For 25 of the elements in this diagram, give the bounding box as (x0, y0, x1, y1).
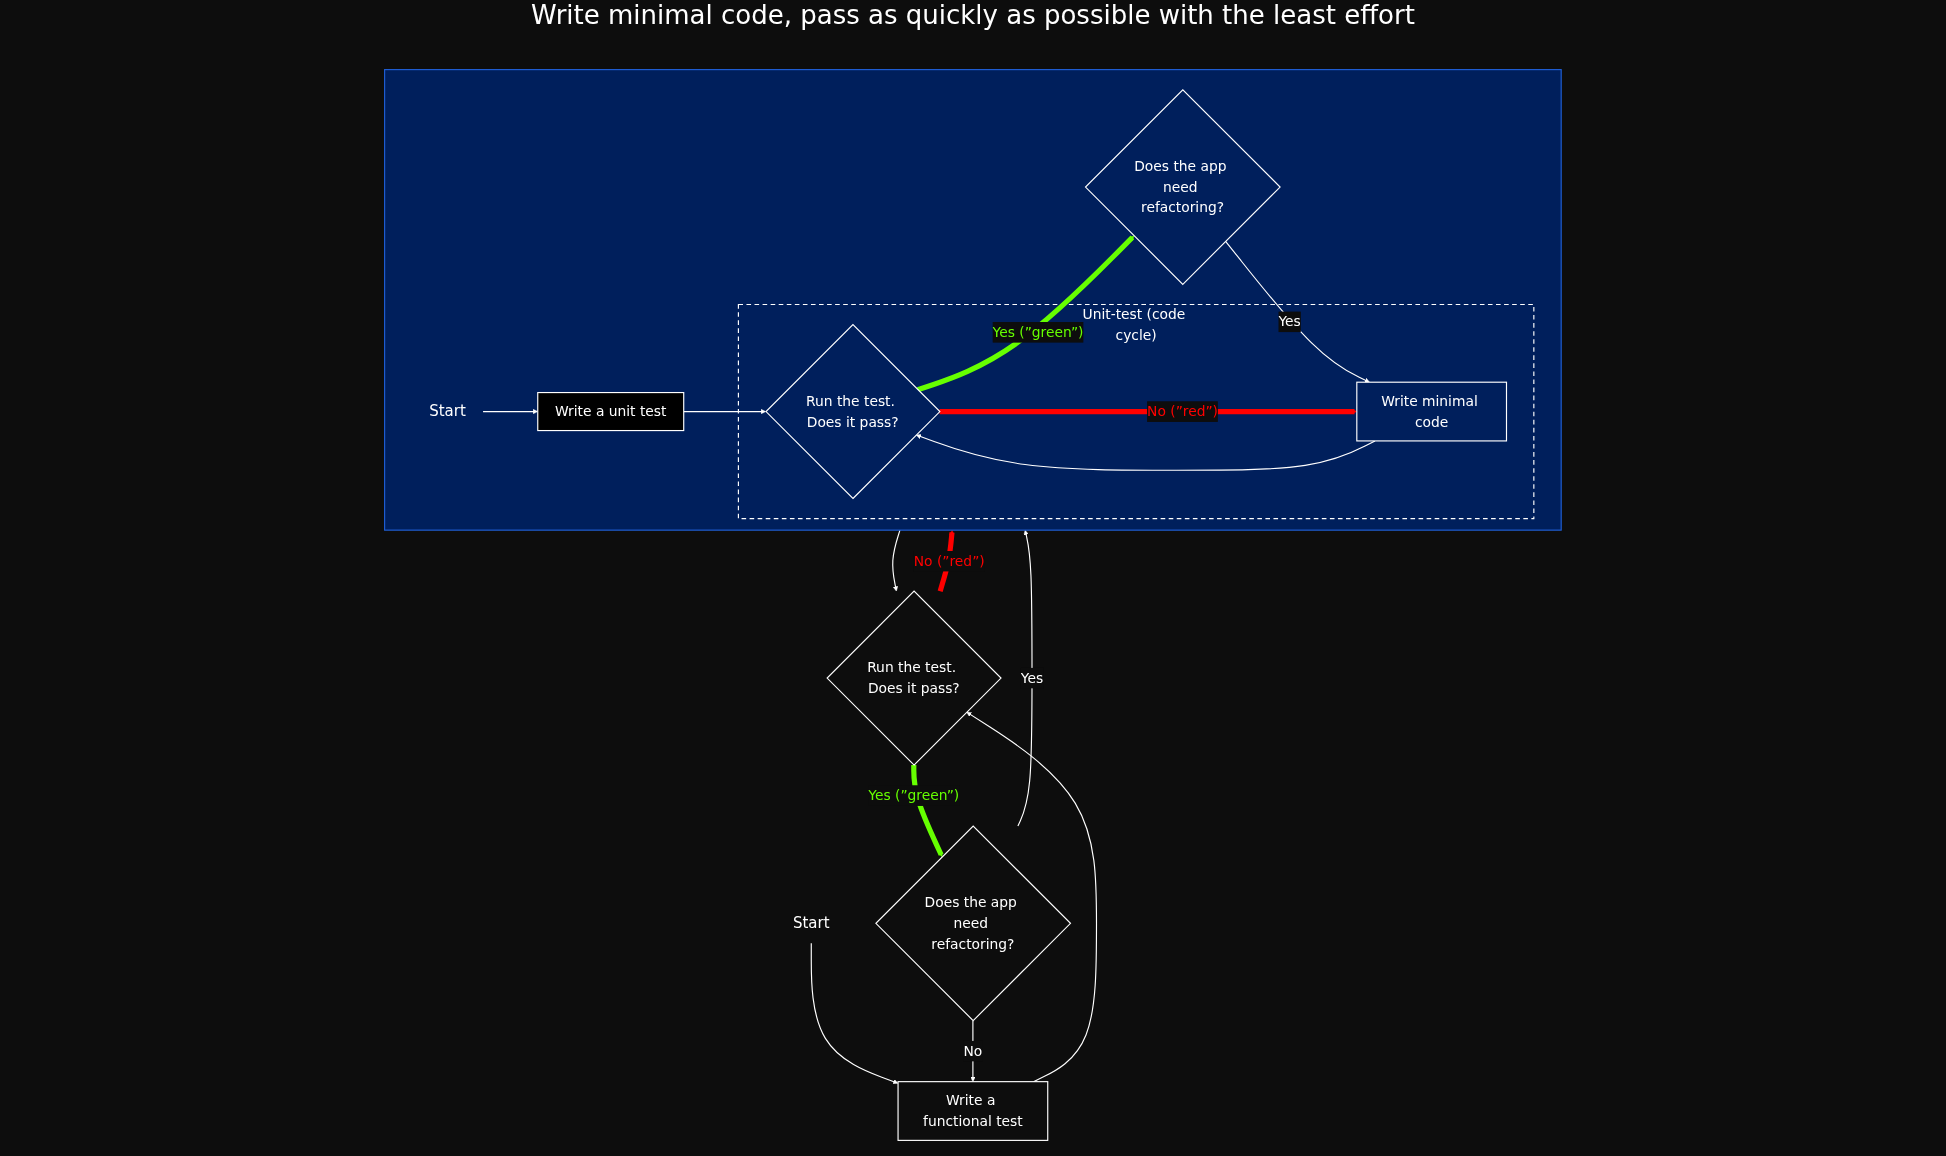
arrow (810, 942, 899, 1085)
node-diamond: Run the test. Does it pass? (826, 590, 1002, 766)
arrow (683, 409, 767, 415)
edge-label: No (”red”) (1147, 403, 1219, 420)
node-diamond: Does the app need refactoring? (875, 825, 1072, 1022)
edge-label: Yes (1020, 670, 1044, 687)
node-text: Start (793, 914, 830, 932)
node-box: Write a unit test (537, 392, 685, 432)
arrow (917, 235, 1135, 393)
arrow (1017, 529, 1033, 827)
node-diamond: Run the test. Does it pass? (765, 323, 941, 500)
note-text: Write minimal code, pass as quickly as possible with the least effort (531, 0, 1415, 30)
edge-label: No (963, 1043, 983, 1060)
edge-label: Yes (”green”) (992, 324, 1084, 341)
edge-label: Yes (1278, 313, 1301, 330)
node-text: Start (429, 402, 466, 420)
cluster (384, 69, 1562, 531)
edge-label: No (”red”) (913, 553, 985, 570)
arrow (1225, 240, 1370, 383)
edge-label: Yes (”green”) (868, 787, 960, 804)
arrow (916, 434, 1376, 471)
node-diamond: Does the app need refactoring? (1084, 88, 1281, 286)
node-box: Write minimal code (1356, 381, 1508, 442)
arrow (892, 529, 901, 592)
node-box: Write a functional test (897, 1081, 1049, 1141)
